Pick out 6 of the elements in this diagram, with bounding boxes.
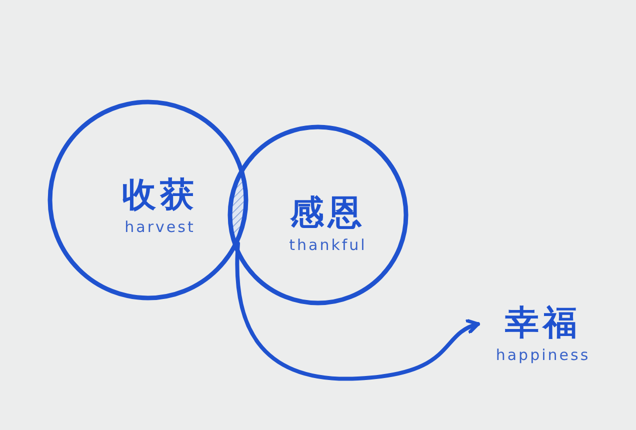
chinese-word: 收获 (122, 174, 198, 217)
chinese-word: 感恩 (290, 192, 366, 235)
english-word: thankful (289, 236, 367, 254)
english-word: happiness (496, 346, 590, 364)
english-word: harvest (124, 218, 196, 236)
chinese-word: 幸福 (505, 302, 581, 345)
